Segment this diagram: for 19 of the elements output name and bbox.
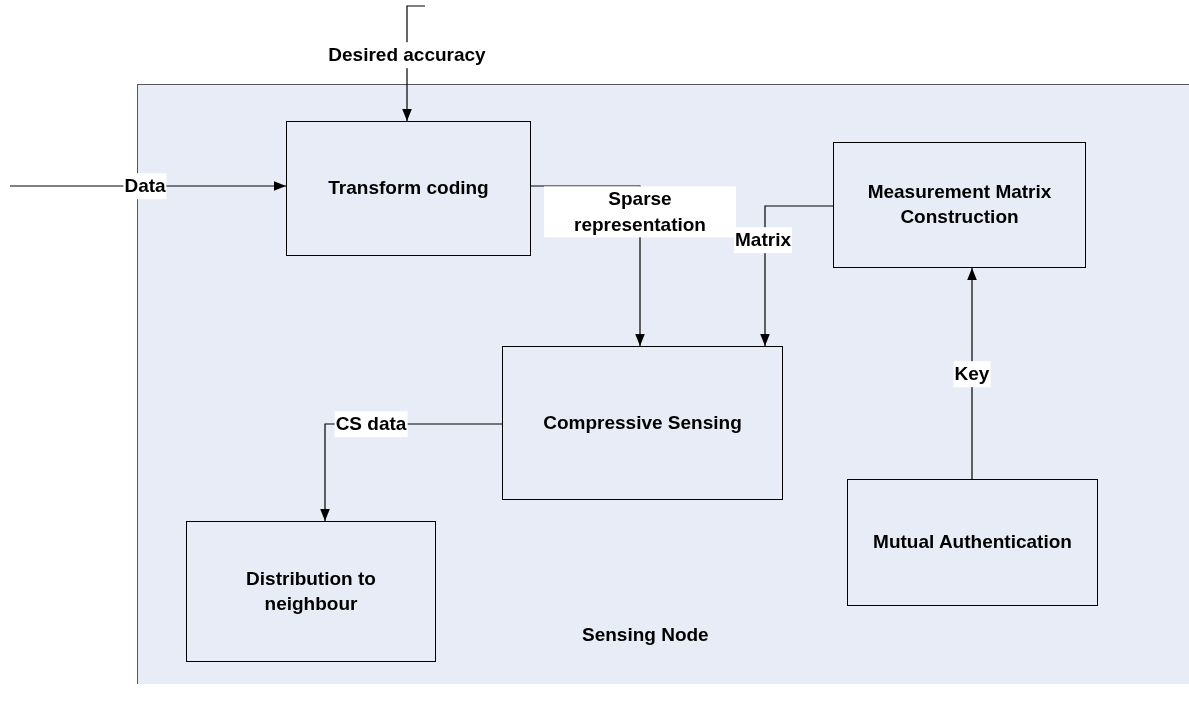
box-label: Mutual Authentication	[872, 530, 1073, 555]
process-box	[186, 521, 436, 662]
box-label: Distribution to neighbour	[245, 566, 377, 616]
process-box	[833, 142, 1086, 268]
edge-label: Sparse representation	[544, 186, 736, 238]
process-box	[847, 479, 1098, 606]
edge-label: Key	[953, 361, 991, 387]
box-label: Transform coding	[327, 176, 490, 201]
edge-label: CS data	[334, 411, 408, 437]
arrow	[967, 267, 977, 480]
box-label: Measurement Matrix Construction	[866, 180, 1053, 229]
panel-heading: Sensing Node	[582, 624, 709, 646]
edge-label: Data	[123, 173, 167, 199]
box-label: Compressive Sensing	[542, 410, 743, 435]
edge-label: Desired accuracy	[327, 42, 487, 68]
arrow	[9, 181, 287, 191]
process-box	[286, 121, 531, 256]
process-box	[502, 346, 783, 500]
edge-label: Matrix	[734, 227, 792, 253]
